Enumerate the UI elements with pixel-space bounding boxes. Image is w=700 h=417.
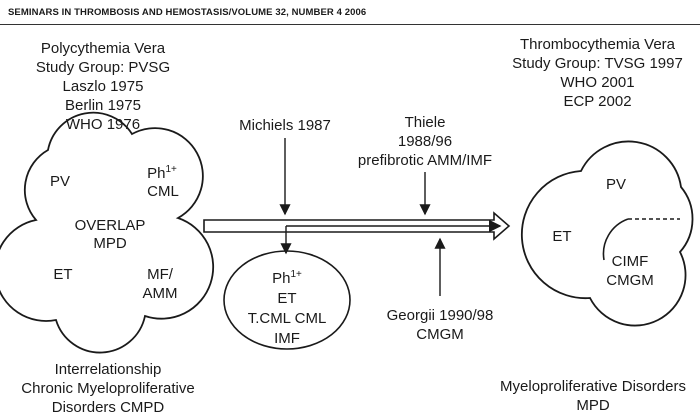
tvsg-line: Study Group: TVSG 1997	[512, 55, 683, 72]
ellipse-et-label: ET	[277, 290, 296, 307]
cmpd-line: Chronic Myeloproliferative	[21, 380, 195, 397]
georgii-line: CMGM	[416, 326, 464, 343]
mpd-cluster-outline	[520, 140, 694, 327]
ellipse-tcml-label: T.CML CML	[248, 310, 327, 327]
cmpd-line: Interrelationship	[54, 361, 162, 378]
right-et-label: ET	[552, 228, 571, 245]
ph-et-ellipse	[223, 250, 351, 350]
thiele-line: Thiele	[404, 114, 446, 131]
mpd-line: Myeloproliferative Disorders	[500, 378, 686, 395]
pvsg-line: WHO 1976	[65, 116, 141, 133]
et-label: ET	[53, 266, 72, 283]
overlap-label: OVERLAP	[75, 217, 146, 234]
header-rule	[0, 24, 700, 25]
tvsg-line: WHO 2001	[560, 74, 635, 91]
amm-label: AMM	[143, 285, 178, 302]
overlap-cluster-outline	[0, 111, 215, 354]
mpd-caption: Myeloproliferative Disorders MPD	[488, 377, 698, 415]
thiele-line: prefibrotic AMM/IMF	[357, 152, 493, 169]
tvsg-line: Thrombocythemia Vera	[519, 36, 676, 53]
georgii-block: Georgii 1990/98 CMGM	[380, 306, 500, 344]
pvsg-line: Polycythemia Vera	[40, 40, 166, 57]
cmgm-label: CMGM	[606, 272, 654, 289]
mf-label: MF/	[147, 266, 174, 283]
ellipse-imf-label: IMF	[274, 330, 300, 347]
thiele-line: 1988/96	[397, 133, 453, 150]
thiele-block: Thiele 1988/96 prefibrotic AMM/IMF	[345, 113, 505, 170]
mpd-label: MPD	[93, 235, 127, 252]
journal-header: SEMINARS IN THROMBOSIS AND HEMOSTASIS/VO…	[8, 7, 367, 18]
ph-superscript: 1+	[165, 164, 177, 175]
pvsg-block: Polycythemia Vera Study Group: PVSG Lasz…	[18, 39, 188, 134]
pvsg-line: Study Group: PVSG	[35, 59, 171, 76]
ellipse-ph-superscript: 1+	[290, 269, 302, 280]
cml-label: CML	[147, 183, 179, 200]
right-pv-label: PV	[606, 176, 626, 193]
cmpd-line: Disorders CMPD	[51, 399, 165, 416]
michiels-label: Michiels 1987	[239, 117, 331, 134]
tvsg-block: Thrombocythemia Vera Study Group: TVSG 1…	[500, 35, 695, 111]
mpd-line: MPD	[576, 397, 610, 414]
georgii-line: Georgii 1990/98	[386, 307, 494, 324]
pvsg-line: Laszlo 1975	[62, 78, 144, 95]
cimf-inner-arc	[602, 218, 629, 261]
cimf-label: CIMF	[612, 253, 649, 270]
ph-cml-label: Ph1+	[147, 164, 177, 182]
ellipse-ph-label: Ph1+	[272, 269, 302, 287]
tvsg-line: ECP 2002	[563, 93, 632, 110]
pvsg-line: Berlin 1975	[65, 97, 141, 114]
pv-label: PV	[50, 173, 70, 190]
cmpd-caption: Interrelationship Chronic Myeloprolifera…	[8, 360, 208, 417]
